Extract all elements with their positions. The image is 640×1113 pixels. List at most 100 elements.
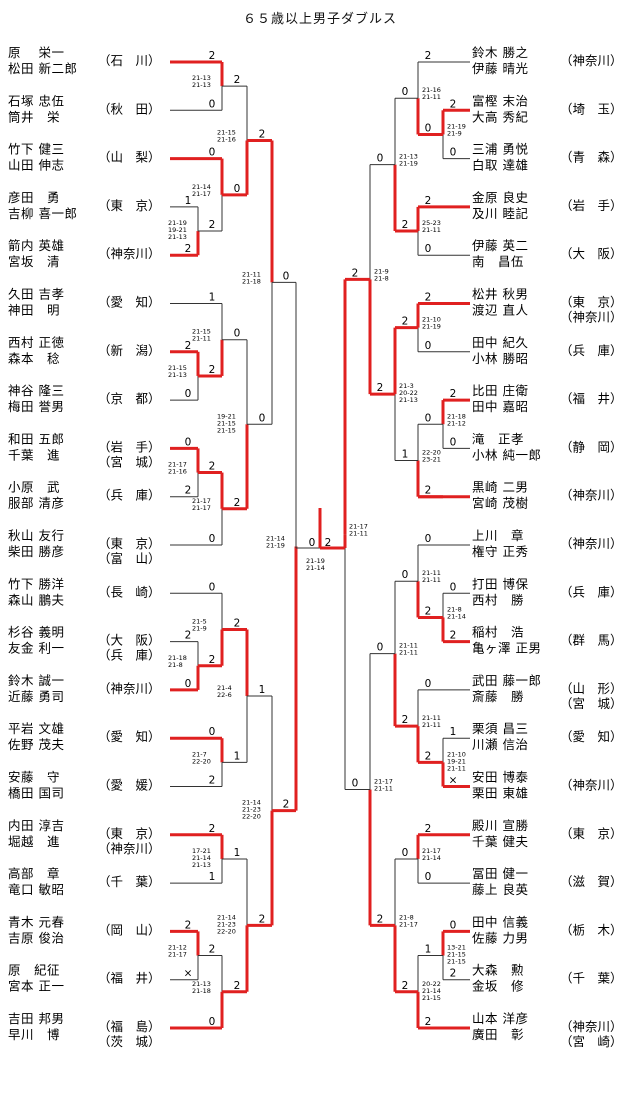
game-scores: 19-21	[168, 226, 187, 234]
player-name: 及川 睦記	[472, 206, 528, 221]
game-scores: 21-15	[168, 364, 187, 372]
player-name: 吉柳 喜一郎	[8, 206, 77, 221]
player-name: 梅田 誉男	[8, 399, 64, 414]
player-name: 彦田 勇	[8, 190, 60, 205]
player-name: 近藤 勇司	[8, 689, 64, 704]
game-scores: 21-19	[399, 160, 418, 168]
match-score: 0	[425, 678, 432, 690]
game-scores: 22-20	[422, 448, 441, 456]
game-scores: 21-17	[399, 920, 418, 928]
game-scores: 21-13	[192, 980, 211, 988]
match-score: 1	[234, 750, 241, 762]
player-name: 柴田 勝彦	[8, 544, 64, 559]
player-name: 竹下 健三	[8, 142, 64, 157]
final-game-scores: 21-14	[306, 564, 325, 572]
prefecture: （埼 玉）	[560, 101, 623, 116]
prefecture: （大 阪）	[560, 246, 623, 261]
game-scores: 22-20	[192, 757, 211, 765]
game-scores: 21-11	[399, 642, 418, 650]
match-score: 0	[209, 1016, 216, 1028]
game-scores: 21-13	[168, 371, 187, 379]
match-score: 2	[209, 219, 216, 231]
prefecture: （神奈川）	[560, 778, 623, 793]
match-score: 0	[425, 122, 432, 134]
player-name: 山本 洋彦	[472, 1011, 528, 1026]
match-score: 1	[209, 871, 216, 883]
game-scores: 21-18	[242, 277, 261, 285]
player-name: 橋田 国司	[8, 786, 64, 801]
prefecture: （福 島）	[98, 1019, 161, 1034]
prefecture: （神奈川）	[98, 681, 161, 696]
player-name: 平岩 文雄	[8, 721, 64, 736]
player-name: 伊藤 晴光	[472, 61, 528, 76]
player-name: 原 紀征	[8, 963, 60, 978]
match-score: 0	[209, 726, 216, 738]
prefecture: （京 都）	[98, 391, 161, 406]
prefecture: （東 京）	[560, 295, 623, 310]
game-scores: 21-17	[168, 951, 187, 959]
match-score: 0	[450, 147, 457, 159]
game-scores: 21-19	[168, 219, 187, 227]
match-score: 2	[402, 980, 409, 992]
match-score: 2	[185, 630, 192, 642]
game-scores: 21-11	[447, 764, 466, 772]
prefecture: （神奈川）	[98, 246, 161, 261]
final-score: 0	[309, 537, 316, 549]
match-score: 0	[259, 412, 266, 424]
player-name: 上川 章	[472, 528, 524, 543]
player-name: 小原 武	[8, 480, 60, 495]
player-name: 和田 五郎	[8, 431, 64, 446]
player-name: 田中 嘉昭	[472, 399, 528, 414]
player-name: 筒井 栄	[8, 109, 60, 124]
game-scores: 21-17	[349, 522, 368, 530]
prefecture: （石 川）	[98, 53, 161, 68]
game-scores: 19-21	[447, 757, 466, 765]
prefecture: （富 山）	[98, 551, 161, 566]
player-name: 武田 藤一郎	[472, 673, 541, 688]
match-score: 0	[209, 98, 216, 110]
page-title: ６５歳以上男子ダブルス	[242, 12, 397, 27]
prefecture: （群 馬）	[560, 633, 623, 648]
match-score: 2	[402, 714, 409, 726]
prefecture: （山 形）	[560, 681, 623, 696]
match-score: 2	[283, 799, 290, 811]
game-scores: 21-17	[422, 847, 441, 855]
prefecture: （福 井）	[560, 391, 623, 406]
match-score: 2	[450, 630, 457, 642]
game-scores: 21-23	[242, 806, 261, 814]
player-name: 栗田 東雄	[472, 786, 528, 801]
match-score: 2	[185, 485, 192, 497]
game-scores: 21-11	[374, 785, 393, 793]
game-scores: 21-9	[447, 129, 462, 137]
match-score: 2	[450, 968, 457, 980]
prefecture: （兵 庫）	[98, 488, 161, 503]
player-name: 早川 博	[8, 1027, 60, 1042]
game-scores: 21-15	[217, 128, 236, 136]
game-scores: 21-8	[399, 913, 414, 921]
match-score: 0	[450, 581, 457, 593]
match-score: 1	[259, 684, 266, 696]
match-score: 2	[352, 267, 359, 279]
game-scores: 21-18	[447, 412, 466, 420]
game-scores: 21-14	[447, 612, 466, 620]
player-name: 大森 勲	[472, 963, 524, 978]
match-score: 2	[234, 618, 241, 630]
game-scores: 21-13	[192, 81, 211, 89]
game-scores: 21-17	[192, 497, 211, 505]
match-score: 2	[185, 919, 192, 931]
prefecture: （神奈川）	[560, 1019, 623, 1034]
game-scores: 21-10	[422, 316, 441, 324]
prefecture: （神奈川）	[560, 488, 623, 503]
prefecture: （神奈川）	[560, 536, 623, 551]
player-name: 箭内 英雄	[8, 238, 64, 253]
game-scores: 21-17	[374, 778, 393, 786]
prefecture: （東 京）	[98, 536, 161, 551]
player-name: 高部 章	[8, 866, 60, 881]
player-name: 渡辺 直人	[472, 303, 528, 318]
player-name: 山田 伸志	[8, 158, 64, 173]
game-scores: 21-9	[192, 625, 207, 633]
prefecture: （東 京）	[98, 198, 161, 213]
game-scores: 21-13	[168, 233, 187, 241]
game-scores: 21-12	[168, 944, 187, 952]
game-scores: 21-13	[399, 396, 418, 404]
